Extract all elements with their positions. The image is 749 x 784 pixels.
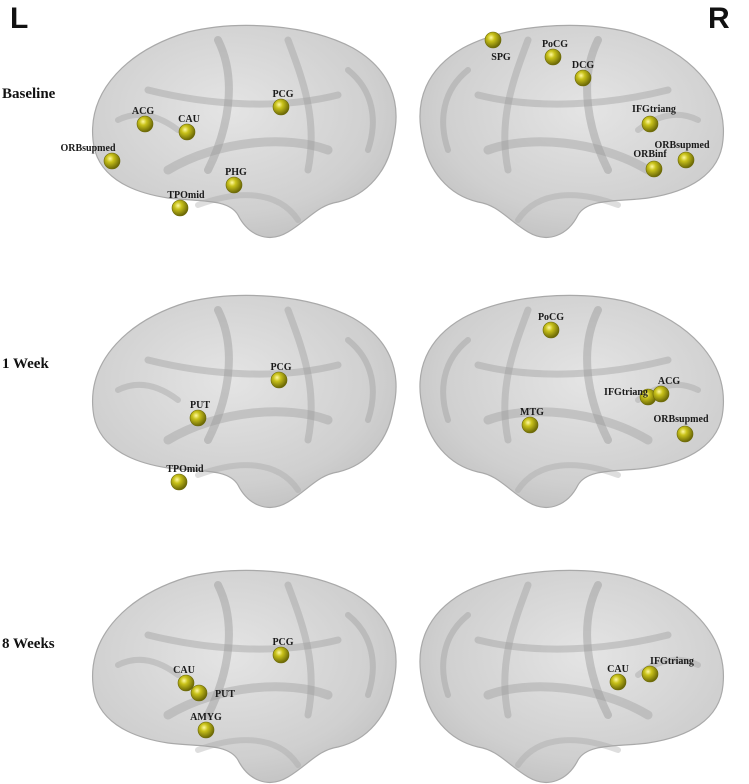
node-label-orbsupmed-left-row0: ORBsupmed	[60, 143, 115, 154]
node-label-pcg-left-row0: PCG	[272, 89, 293, 100]
node-ifgtriang-right-row0	[641, 115, 659, 133]
node-pcg-left-row2	[272, 646, 290, 664]
node-label-pocg-right-row0: PoCG	[542, 39, 568, 50]
node-label-pocg-right-row1: PoCG	[538, 312, 564, 323]
node-orbsupmed-left-row0	[103, 152, 121, 170]
brain-left-1-week	[93, 295, 396, 507]
brain-left-8-weeks	[93, 570, 396, 782]
node-pocg-right-row1	[542, 321, 560, 339]
region-nodes: ORBsupmedACGCAUPCGPHGTPOmidSPGPoCGDCGIFG…	[60, 31, 710, 739]
node-amyg-left-row2	[197, 721, 215, 739]
node-acg-right-row1	[652, 385, 670, 403]
node-cau-right-row2	[609, 673, 627, 691]
node-tpomid-left-row1	[170, 473, 188, 491]
node-label-cau-right-row2: CAU	[607, 664, 629, 675]
node-label-pcg-left-row1: PCG	[270, 362, 291, 373]
node-spg-right-row0	[484, 31, 502, 49]
right-hemisphere-label: R	[708, 2, 730, 35]
brain-right-baseline	[420, 25, 723, 237]
node-orbsupmed-right-row0	[677, 151, 695, 169]
node-orbinf-right-row0	[645, 160, 663, 178]
node-label-acg-left-row0: ACG	[132, 106, 154, 117]
row-label-8-weeks: 8 Weeks	[2, 636, 55, 652]
node-phg-left-row0	[225, 176, 243, 194]
node-label-phg-left-row0: PHG	[225, 167, 247, 178]
node-label-tpomid-left-row1: TPOmid	[166, 464, 204, 475]
node-cau-left-row2	[177, 674, 195, 692]
node-label-acg-right-row1: ACG	[658, 376, 680, 387]
node-label-ifgtriang-right-row0: IFGtriang	[632, 104, 676, 115]
node-label-put-left-row1: PUT	[190, 400, 210, 411]
node-label-put-left-row2: PUT	[215, 689, 235, 700]
left-hemisphere-label: L	[10, 2, 29, 35]
node-label-ifgtriang-right-row1: IFGtriang	[604, 387, 648, 398]
node-label-tpomid-left-row0: TPOmid	[167, 190, 205, 201]
row-label-1-week: 1 Week	[2, 356, 49, 372]
node-cau-left-row0	[178, 123, 196, 141]
node-pcg-left-row1	[270, 371, 288, 389]
row-label-baseline: Baseline	[2, 86, 56, 102]
brain-left-baseline	[93, 25, 396, 237]
node-tpomid-left-row0	[171, 199, 189, 217]
node-put-left-row2	[190, 684, 208, 702]
node-label-amyg-left-row2: AMYG	[190, 712, 222, 723]
node-label-spg-right-row0: SPG	[491, 52, 511, 63]
node-acg-left-row0	[136, 115, 154, 133]
node-pcg-left-row0	[272, 98, 290, 116]
brain-right-8-weeks	[420, 570, 723, 782]
node-label-mtg-right-row1: MTG	[520, 407, 544, 418]
node-pocg-right-row0	[544, 48, 562, 66]
brain-right-1-week	[420, 295, 723, 507]
node-label-dcg-right-row0: DCG	[572, 60, 594, 71]
node-label-orbinf-right-row0: ORBinf	[633, 149, 667, 160]
node-label-pcg-left-row2: PCG	[272, 637, 293, 648]
node-put-left-row1	[189, 409, 207, 427]
node-label-orbsupmed-right-row1: ORBsupmed	[653, 414, 708, 425]
node-label-orbsupmed-right-row0: ORBsupmed	[654, 140, 709, 151]
node-label-cau-left-row2: CAU	[173, 665, 195, 676]
node-dcg-right-row0	[574, 69, 592, 87]
node-ifgtriang-right-row2	[641, 665, 659, 683]
node-orbsupmed-right-row1	[676, 425, 694, 443]
node-label-cau-left-row0: CAU	[178, 114, 200, 125]
node-label-ifgtriang-right-row2: IFGtriang	[650, 656, 694, 667]
node-mtg-right-row1	[521, 416, 539, 434]
